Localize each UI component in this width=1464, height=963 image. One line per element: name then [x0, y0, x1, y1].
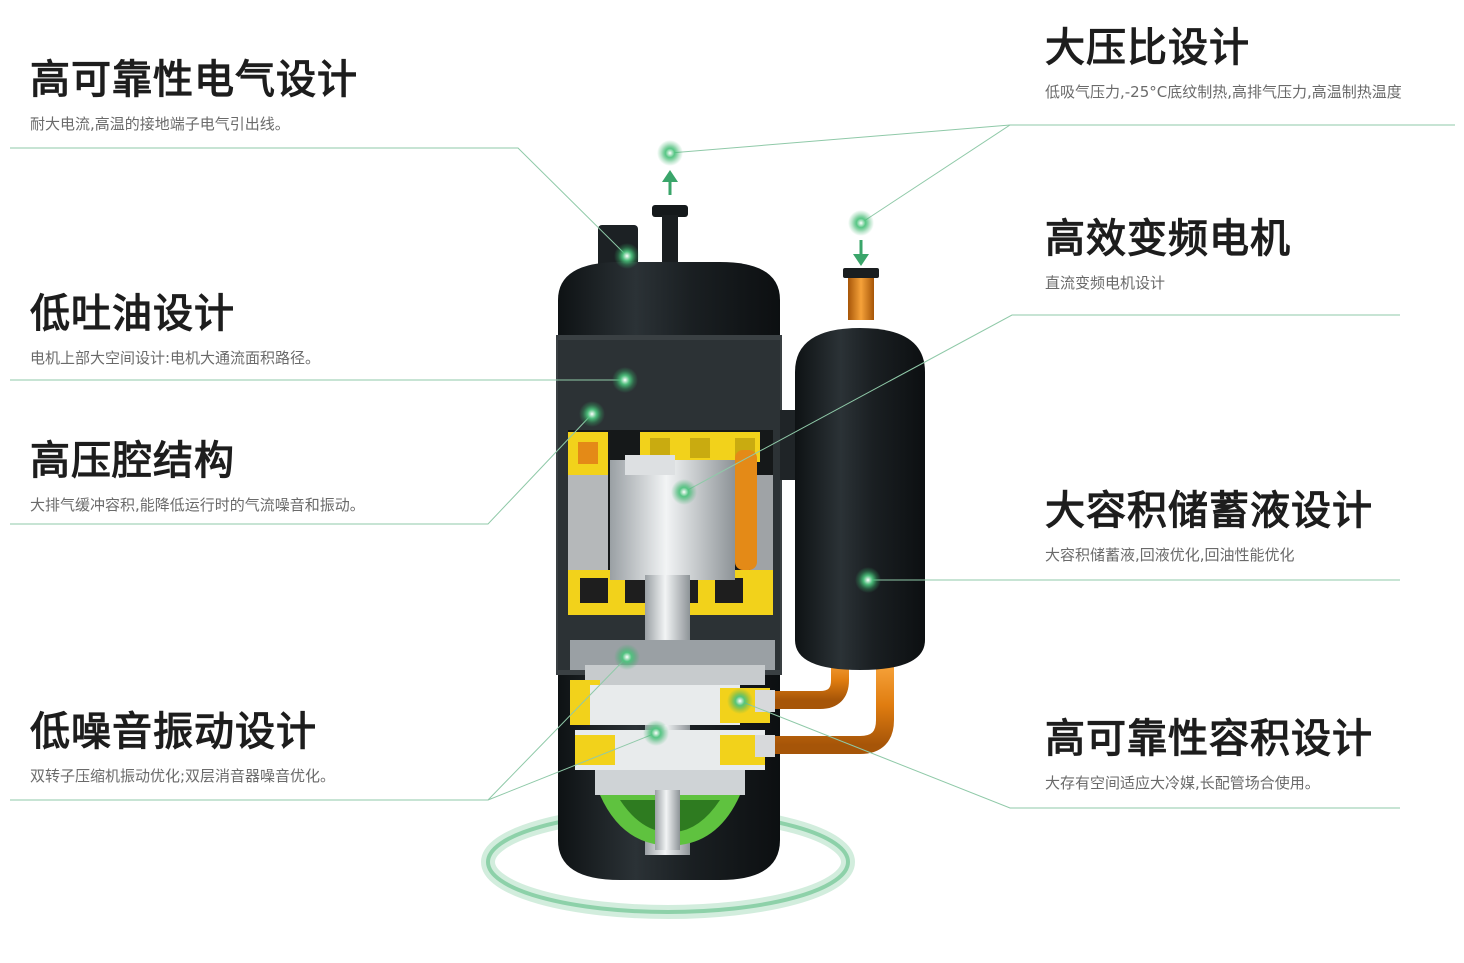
callout-dot — [848, 210, 874, 236]
feature-reliable-electrical: 高可靠性电气设计 耐大电流,高温的接地端子电气引出线。 — [30, 56, 358, 134]
discharge-arrow — [662, 170, 678, 195]
feature-desc: 耐大电流,高温的接地端子电气引出线。 — [30, 115, 290, 133]
feature-reliable-volume: 高可靠性容积设计 大存有空间适应大冷媒,长配管场合使用。 — [1045, 715, 1373, 793]
feature-desc: 大容积储蓄液,回液优化,回油性能优化 — [1045, 546, 1295, 564]
suction-arrow — [853, 240, 869, 266]
feature-desc: 直流变频电机设计 — [1045, 274, 1166, 292]
feature-desc: 电机上部大空间设计:电机大通流面积路径。 — [30, 349, 321, 367]
motor-cutaway — [568, 430, 773, 855]
callout-dots — [579, 140, 881, 746]
accumulator-tank — [780, 268, 925, 670]
feature-title: 低吐油设计 — [30, 291, 235, 337]
feature-title: 高效变频电机 — [1045, 216, 1291, 262]
suction-pipes — [755, 660, 894, 757]
feature-low-noise-vibration: 低噪音振动设计 双转子压缩机振动优化;双层消音器噪音优化。 — [30, 708, 335, 786]
feature-title: 高可靠性电气设计 — [30, 57, 358, 103]
feature-desc: 大存有空间适应大冷媒,长配管场合使用。 — [1045, 774, 1320, 792]
feature-low-oil-discharge: 低吐油设计 电机上部大空间设计:电机大通流面积路径。 — [30, 290, 320, 368]
callout-dot — [612, 367, 638, 393]
feature-high-pressure-chamber: 高压腔结构 大排气缓冲容积,能降低运行时的气流噪音和振动。 — [30, 437, 365, 515]
feature-title: 低噪音振动设计 — [30, 709, 317, 755]
feature-efficient-inverter-motor: 高效变频电机 直流变频电机设计 — [1045, 215, 1291, 293]
feature-title: 大压比设计 — [1045, 25, 1250, 71]
callout-dot — [657, 140, 683, 166]
callout-dot — [614, 644, 640, 670]
feature-title: 高可靠性容积设计 — [1045, 716, 1373, 762]
leader-lines — [10, 124, 1455, 809]
callout-dot — [671, 479, 697, 505]
callout-dot — [727, 688, 753, 714]
feature-title: 高压腔结构 — [30, 438, 235, 484]
callout-dot — [614, 243, 640, 269]
callout-dot — [579, 401, 605, 427]
feature-title: 大容积储蓄液设计 — [1045, 488, 1373, 534]
feature-large-accumulator: 大容积储蓄液设计 大容积储蓄液,回液优化,回油性能优化 — [1045, 487, 1373, 565]
feature-desc: 低吸气压力,-25°C底纹制热,高排气压力,高温制热温度 — [1045, 83, 1402, 101]
callout-dot — [855, 567, 881, 593]
feature-desc: 双转子压缩机振动优化;双层消音器噪音优化。 — [30, 767, 336, 785]
feature-high-compression-ratio: 大压比设计 低吸气压力,-25°C底纹制热,高排气压力,高温制热温度 — [1045, 24, 1402, 102]
feature-desc: 大排气缓冲容积,能降低运行时的气流噪音和振动。 — [30, 496, 365, 514]
callout-dot — [643, 720, 669, 746]
